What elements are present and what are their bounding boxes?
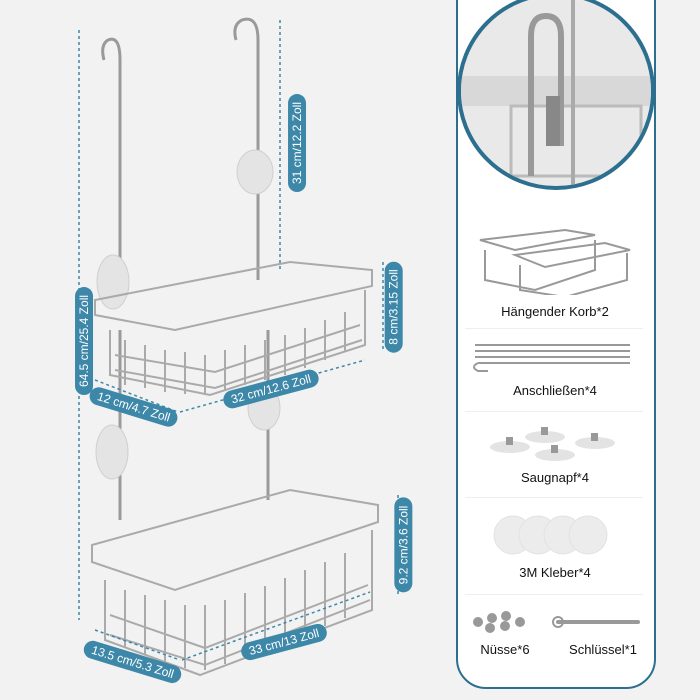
- item-wrench: Schlüssel*1: [569, 642, 637, 657]
- hook-detail-closeup: [457, 0, 655, 190]
- lower-height-label: 9.2 cm/3.6 Zoll: [394, 497, 413, 593]
- right-hook: [233, 17, 260, 280]
- total-height-label: 64.5 cm/25.4 Zoll: [75, 286, 94, 396]
- hook-length-label: 31 cm/12.2 Zoll: [288, 93, 307, 193]
- hook-detail-icon: [461, 0, 651, 186]
- shower-caddy-illustration: [78, 17, 399, 677]
- upper-height-label: 8 cm/3.15 Zoll: [384, 261, 403, 353]
- adhesive-pads-icon: [493, 515, 608, 555]
- item-basket: Hängender Korb*2: [501, 304, 609, 319]
- lower-basket: [91, 488, 379, 677]
- suction-cups-icon: [490, 427, 615, 461]
- left-hook: [101, 37, 122, 300]
- basket-icon: [479, 228, 631, 295]
- hooks-icon: [473, 344, 630, 372]
- nuts-wrench-icon: [473, 611, 640, 633]
- item-nuts: Nüsse*6: [480, 642, 530, 657]
- item-hooks: Anschließen*4: [513, 383, 597, 398]
- item-suction-cups: Saugnapf*4: [521, 470, 589, 485]
- item-adhesive: 3M Kleber*4: [519, 565, 591, 580]
- upper-basket: [94, 260, 373, 397]
